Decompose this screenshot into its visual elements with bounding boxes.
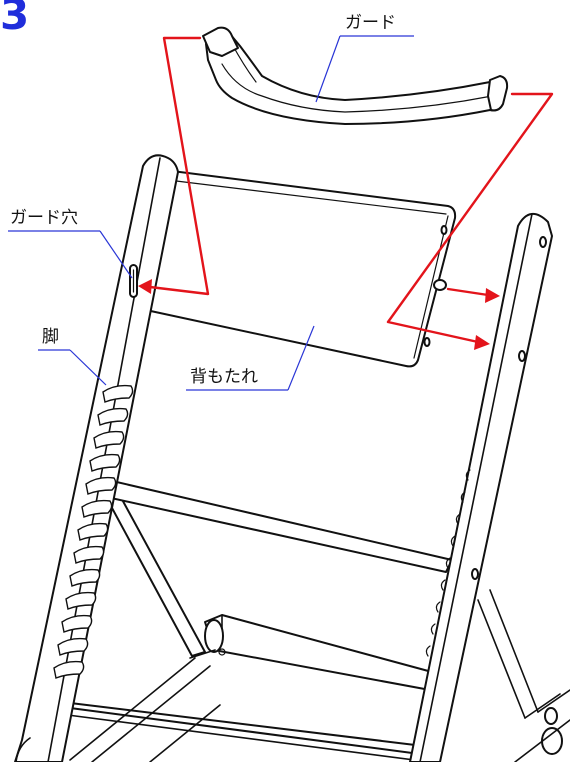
rear-cross-rail (189, 614, 433, 691)
guard (202, 26, 509, 125)
step-number: 3 (0, 0, 30, 39)
left-leg-foot (15, 737, 31, 762)
lower-braces (69, 657, 570, 762)
left-diagonal-brace (104, 491, 206, 657)
arrow-left (138, 36, 210, 296)
guard-label: ガード (345, 13, 396, 33)
leg-ridges (53, 384, 134, 679)
leg-label: 脚 (42, 327, 59, 347)
guard-hole-label: ガード穴 (10, 208, 78, 228)
backrest-label: 背もたれ (190, 367, 258, 387)
bottom-front-rail (53, 701, 441, 762)
backrest (139, 168, 457, 368)
leader-lines (8, 35, 414, 391)
arrow-right (386, 92, 554, 350)
right-leg (409, 213, 553, 762)
right-frame (477, 589, 570, 755)
